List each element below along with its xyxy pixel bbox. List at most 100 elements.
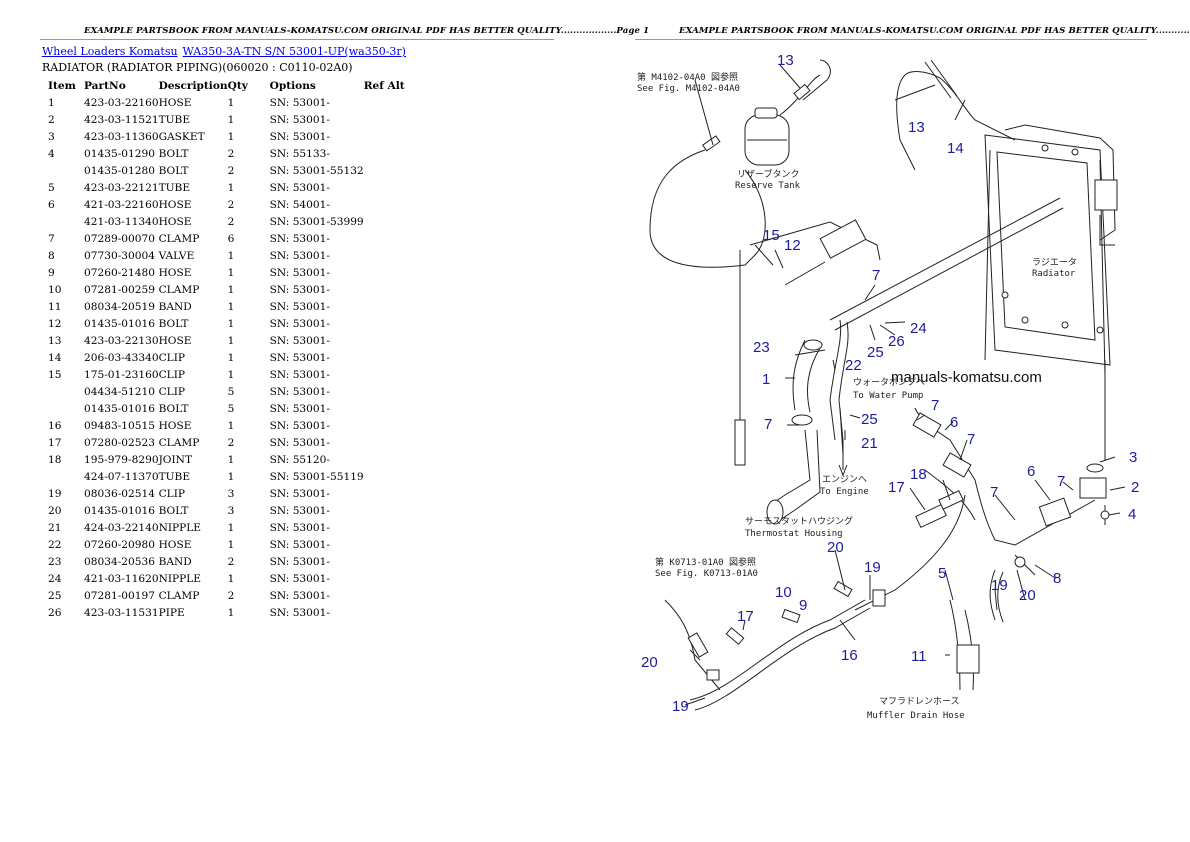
- part-number: 421-03-22160: [84, 198, 159, 211]
- callout: 25: [861, 411, 878, 428]
- description: BAND: [158, 300, 192, 313]
- quantity: 1: [227, 419, 235, 432]
- callout: 19: [991, 577, 1008, 594]
- col-item: Item: [48, 79, 76, 92]
- part-number: 421-03-11620: [84, 572, 159, 585]
- band: [819, 219, 867, 259]
- annotations: 第 M4102-04A0 図参照 See Fig. M4102-04A0 リザー…: [637, 71, 1077, 721]
- reserve-tank: [744, 107, 790, 166]
- options: SN: 53001-55132: [269, 164, 364, 177]
- description: HOSE: [158, 198, 192, 211]
- description: BAND: [158, 555, 192, 568]
- part-number: 424-07-11370: [84, 470, 159, 483]
- part-number: 195-979-8290: [84, 453, 159, 466]
- page-1: EXAMPLE PARTSBOOK FROM MANUALS-KOMATSU.C…: [40, 26, 649, 619]
- callout: 18: [910, 466, 927, 483]
- quantity: 1: [227, 96, 235, 109]
- radiator-jp: ラジエータ: [1032, 257, 1077, 268]
- ref-alt: [364, 434, 414, 451]
- quantity: 2: [227, 198, 235, 211]
- callout: 7: [990, 484, 998, 501]
- ref-alt: [364, 417, 414, 434]
- item-number: 4: [48, 147, 55, 160]
- quantity: 1: [227, 266, 235, 279]
- options: SN: 53001-: [269, 402, 330, 415]
- col-ref-alt: Ref Alt: [363, 79, 405, 92]
- description: TUBE: [158, 181, 191, 194]
- quantity: 2: [227, 164, 235, 177]
- quantity: 2: [227, 215, 235, 228]
- part-number: 423-03-11360: [84, 130, 159, 143]
- description: CLIP: [158, 487, 186, 500]
- part-number: 423-03-22121: [84, 181, 159, 194]
- description: HOSE: [158, 96, 192, 109]
- ref-alt: [364, 196, 414, 213]
- options: SN: 53001-: [269, 317, 330, 330]
- exploded-diagram: 13 13 14 15 12 7 24 26 25 23 22 1 7 25 2…: [637, 52, 1139, 721]
- description: HOSE: [158, 419, 192, 432]
- quantity: 5: [227, 402, 235, 415]
- description: CLIP: [158, 351, 186, 364]
- part-number: 08036-02514: [84, 487, 155, 500]
- options: SN: 53001-: [269, 130, 330, 143]
- table-header-row: Item PartNo Description Qty Options Ref …: [42, 77, 414, 94]
- quantity: 1: [227, 113, 235, 126]
- col-options: Options: [269, 79, 316, 92]
- breadcrumb-link-model[interactable]: WA350-3A-TN S/N 53001-UP(wa350-3r): [182, 45, 406, 58]
- breadcrumb: Wheel Loaders Komatsu WA350-3A-TN S/N 530…: [42, 45, 406, 58]
- part-number: 07260-21480: [84, 266, 155, 279]
- quantity: 1: [227, 470, 235, 483]
- description: VALVE: [158, 249, 195, 262]
- quantity: 1: [227, 538, 235, 551]
- page-header: EXAMPLE PARTSBOOK FROM MANUALS-KOMATSU.C…: [679, 26, 1190, 36]
- item-number: 26: [48, 606, 62, 619]
- radiator-label: Radiator: [1032, 269, 1076, 279]
- callout: 7: [764, 416, 772, 433]
- quantity: 2: [227, 147, 235, 160]
- callout: 24: [910, 320, 927, 337]
- options: SN: 53001-: [269, 521, 330, 534]
- part-number: 01435-01280: [84, 164, 155, 177]
- description: CLAMP: [158, 232, 200, 245]
- part-number: 206-03-43340: [84, 351, 159, 364]
- ref-alt: [364, 587, 414, 604]
- quantity: 1: [227, 130, 235, 143]
- item-number: 12: [48, 317, 62, 330]
- quantity: 3: [227, 487, 235, 500]
- options: SN: 53001-: [269, 385, 330, 398]
- ref-alt: [364, 451, 414, 468]
- item-number: 2: [48, 113, 55, 126]
- item-number: 22: [48, 538, 62, 551]
- options: SN: 53001-: [269, 538, 330, 551]
- tube-2: [1079, 477, 1107, 499]
- callout: 15: [763, 227, 780, 244]
- callout: 10: [775, 584, 792, 601]
- options: SN: 53001-53999: [269, 215, 364, 228]
- item-number: 24: [48, 572, 62, 585]
- ref-alt: [364, 536, 414, 553]
- options: SN: 53001-: [269, 181, 330, 194]
- item-number: 11: [48, 300, 62, 313]
- item-number: 15: [48, 368, 62, 381]
- part-number: 07280-02523: [84, 436, 155, 449]
- breadcrumb-link-category[interactable]: Wheel Loaders Komatsu: [42, 45, 178, 58]
- item-number: 20: [48, 504, 62, 517]
- part-number: 423-03-11521: [84, 113, 159, 126]
- item-number: 17: [48, 436, 62, 449]
- callout: 6: [1027, 463, 1035, 480]
- options: SN: 53001-: [269, 504, 330, 517]
- description: BOLT: [158, 164, 189, 177]
- callout: 16: [841, 647, 858, 664]
